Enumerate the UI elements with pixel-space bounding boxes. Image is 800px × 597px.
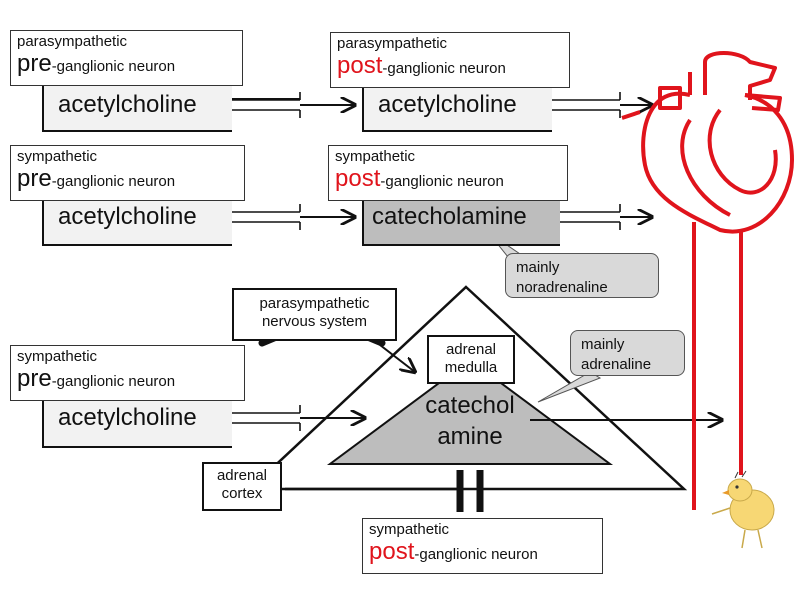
row2-post-label-rest: -ganglionic neuron bbox=[380, 173, 504, 191]
noradrenaline-callout-line2: noradrenaline bbox=[516, 278, 608, 296]
row3-post-label-top: sympathetic bbox=[369, 521, 450, 538]
row3-pre-label-big: pre bbox=[17, 365, 52, 393]
row2-pre-label-top: sympathetic bbox=[17, 148, 98, 165]
row1-pre-transmitter: acetylcholine bbox=[58, 91, 197, 118]
row1-pre-neuron bbox=[42, 82, 232, 132]
row1-post-label-rest: -ganglionic neuron bbox=[382, 60, 506, 78]
row2-post-transmitter: catecholamine bbox=[372, 203, 527, 230]
row3-post-label-big: post bbox=[369, 538, 415, 566]
catecholamine-inner-label: catechol amine bbox=[400, 390, 540, 452]
medulla-line2: medulla bbox=[444, 359, 498, 376]
adrenaline-callout: mainly adrenaline bbox=[570, 330, 685, 376]
chick-icon bbox=[711, 470, 775, 549]
parasympathetic-crossed-box: parasympathetic nervous system bbox=[232, 288, 397, 341]
row3-pre-neuron bbox=[42, 398, 232, 448]
heart-icon bbox=[621, 51, 794, 510]
row2-pre-label-rest: -ganglionic neuron bbox=[51, 173, 176, 191]
row1-pre-label-big: pre bbox=[17, 50, 52, 78]
row3-pre-label-rest: -ganglionic neuron bbox=[51, 373, 176, 391]
row3-post-label-rest: -ganglionic neuron bbox=[414, 546, 538, 564]
row2-post-label-big: post bbox=[335, 165, 381, 193]
row3-pre-label: sympathetic pre-ganglionic neuron bbox=[10, 345, 245, 401]
row2-pre-transmitter: acetylcholine bbox=[58, 203, 197, 230]
noradrenaline-callout-line1: mainly bbox=[516, 259, 560, 276]
medulla-line1: adrenal bbox=[445, 341, 497, 358]
row2-pre-neuron bbox=[42, 196, 232, 246]
row1-post-label-top: parasympathetic bbox=[337, 35, 448, 52]
adrenaline-callout-line1: mainly bbox=[581, 336, 625, 353]
row2-post-label-top: sympathetic bbox=[335, 148, 416, 165]
row2-post-neuron bbox=[362, 196, 560, 246]
row3-pre-transmitter: acetylcholine bbox=[58, 404, 197, 431]
row1-pre-label: parasympathetic pre-ganglionic neuron bbox=[10, 30, 243, 86]
inner-line2: amine bbox=[437, 423, 503, 451]
cortex-line2: cortex bbox=[221, 485, 263, 502]
row2-post-label: sympathetic post-ganglionic neuron bbox=[328, 145, 568, 201]
row1-post-neuron bbox=[362, 82, 552, 132]
row1-post-label-big: post bbox=[337, 52, 383, 80]
crossed-line2: nervous system bbox=[261, 313, 368, 330]
adrenaline-callout-line2: adrenaline bbox=[581, 355, 652, 373]
row1-post-transmitter: acetylcholine bbox=[378, 91, 517, 118]
crossed-line1: parasympathetic bbox=[259, 295, 370, 312]
cortex-line1: adrenal bbox=[216, 467, 268, 484]
row2-pre-label: sympathetic pre-ganglionic neuron bbox=[10, 145, 245, 201]
row1-arrows bbox=[230, 92, 652, 118]
row2-pre-label-big: pre bbox=[17, 165, 52, 193]
noradrenaline-callout: mainly noradrenaline bbox=[505, 253, 659, 298]
row3-pre-label-top: sympathetic bbox=[17, 348, 98, 365]
adrenal-cortex-box: adrenal cortex bbox=[202, 462, 282, 511]
row1-pre-label-top: parasympathetic bbox=[17, 33, 128, 50]
row1-post-label: parasympathetic post-ganglionic neuron bbox=[330, 32, 570, 88]
adrenal-medulla-box: adrenal medulla bbox=[427, 335, 515, 384]
adrenal-gland bbox=[232, 285, 722, 512]
row1-pre-label-rest: -ganglionic neuron bbox=[51, 58, 176, 76]
row3-post-label: sympathetic post-ganglionic neuron bbox=[362, 518, 603, 574]
inner-line1: catechol bbox=[425, 392, 515, 419]
